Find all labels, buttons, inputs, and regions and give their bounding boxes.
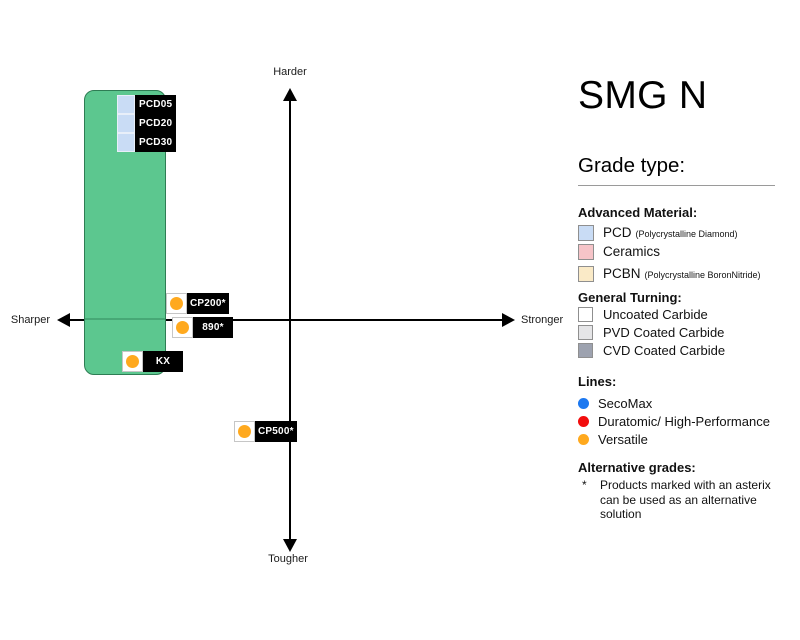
arrow-up-icon [282,88,297,101]
legend-label: Ceramics [603,244,661,259]
pcbn-swatch-icon [578,265,594,282]
arrow-left-icon [57,312,70,327]
dot-box [172,317,193,338]
legend-item-secomax: SecoMax [578,395,653,411]
y-axis-label-bottom: Tougher [268,553,308,565]
duratomic-dot-icon [578,415,589,427]
cvd-swatch-icon [578,343,593,358]
grade-point-cp200: CP200* [166,293,229,314]
dot-box [122,351,143,372]
grade-point-890: 890* [172,317,233,338]
grade-label: PCD20 [135,114,177,133]
advanced-material-header: Advanced Material: [578,205,698,220]
legend-item-pvd: PVD Coated Carbide [578,324,724,341]
pcd-grade-group: PCD05 PCD20 PCD30 [117,95,177,152]
asterisk-bullet: * [582,478,587,492]
grade-label: PCD30 [135,133,177,152]
legend-item-pcbn: PCBN (Polycrystalline BoronNitride) [578,265,761,282]
legend-item-versatile: Versatile [578,431,648,447]
versatile-dot-icon [238,425,251,438]
legend-label: Versatile [598,431,648,447]
grade-label: CP500* [255,421,297,442]
dot-box [166,293,187,314]
legend-item-pcd: PCD (Polycrystalline Diamond) [578,224,738,241]
x-axis-label-left: Sharper [10,314,50,326]
grade-row-pcd05: PCD05 [117,95,177,114]
alternative-grades-note: Products marked with an asterix can be u… [600,478,771,521]
legend-sublabel: (Polycrystalline Diamond) [635,228,738,239]
ceramics-swatch-icon [578,243,594,260]
pcd-swatch-icon [578,224,594,241]
pcd-swatch-icon [117,133,135,152]
legend-item-uncoated: Uncoated Carbide [578,306,708,323]
legend-label: PCBN [603,266,641,281]
uncoated-swatch-icon [578,307,593,322]
grade-row-pcd30: PCD30 [117,133,177,152]
pcd-swatch-icon [117,114,135,133]
secomax-dot-icon [578,397,589,409]
x-axis-line [62,318,508,321]
arrow-right-icon [502,312,515,327]
versatile-dot-icon [170,297,183,310]
legend-sublabel: (Polycrystalline BoronNitride) [644,269,761,280]
alternative-grades-header: Alternative grades: [578,460,696,475]
versatile-dot-icon [126,355,139,368]
lines-header: Lines: [578,374,617,389]
general-turning-header: General Turning: [578,290,682,305]
legend-label: Uncoated Carbide [603,307,708,322]
grade-type-heading: Grade type: [578,154,775,186]
arrow-down-icon [282,539,297,552]
y-axis-line [288,95,291,545]
legend-label: Duratomic/ High-Performance [598,413,770,429]
pvd-swatch-icon [578,325,593,340]
legend-item-ceramics: Ceramics [578,243,660,260]
versatile-dot-icon [176,321,189,334]
y-axis-label-top: Harder [273,66,307,78]
pcd-swatch-icon [117,95,135,114]
page-title: SMG N [578,74,708,117]
axis-overlay-line [85,318,165,320]
legend-label: SecoMax [598,395,653,411]
x-axis-label-right: Stronger [521,314,564,326]
grade-point-kx: KX [122,351,183,372]
legend-label: CVD Coated Carbide [603,343,726,358]
dot-box [234,421,255,442]
legend-label: PVD Coated Carbide [603,325,725,340]
grade-row-pcd20: PCD20 [117,114,177,133]
grade-label: KX [143,351,183,372]
grade-label: PCD05 [135,95,177,114]
grade-label: 890* [193,317,233,338]
grade-point-cp500: CP500* [234,421,297,442]
legend-item-cvd: CVD Coated Carbide [578,342,725,359]
legend-label: PCD [603,225,632,240]
legend-item-duratomic: Duratomic/ High-Performance [578,413,770,429]
grade-label: CP200* [187,293,229,314]
versatile-dot-icon [578,433,589,445]
